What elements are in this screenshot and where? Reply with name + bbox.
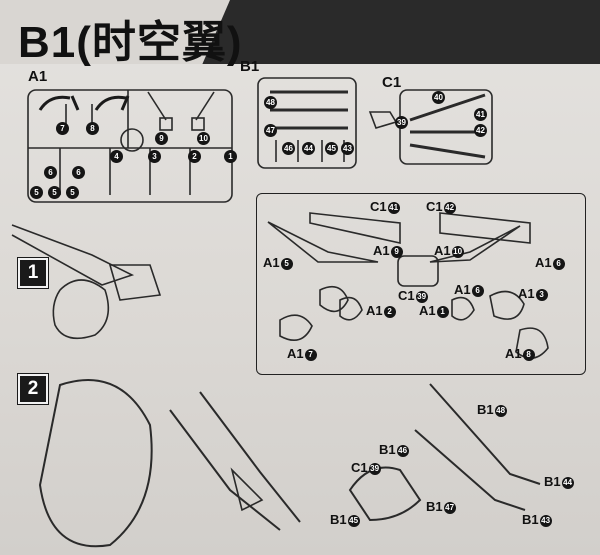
header-title-panel (0, 0, 230, 64)
page-title: B1(时空翼) (18, 18, 243, 67)
runner-a-frame (27, 89, 233, 203)
runner-b-number: 45 (325, 142, 338, 155)
runner-a-number: 1 (224, 150, 237, 163)
runner-c-number: 42 (474, 124, 487, 137)
runner-b-number: 47 (264, 124, 277, 137)
runner-a-number: 5 (48, 186, 61, 199)
runner-a-number: 6 (44, 166, 57, 179)
runner-b-number: 46 (282, 142, 295, 155)
runner-b-number: 48 (264, 96, 277, 109)
runner-c-number: 39 (395, 116, 408, 129)
runner-a-number: 5 (30, 186, 43, 199)
step-2-badge: 2 (18, 374, 48, 404)
runner-a-number: 8 (86, 122, 99, 135)
runner-a-number: 7 (56, 122, 69, 135)
runner-a-label: A1 (28, 68, 48, 85)
runner-b-label: B1 (240, 58, 260, 75)
runner-a-number: 6 (72, 166, 85, 179)
runner-c-number: 40 (432, 91, 445, 104)
runner-a-number: 3 (148, 150, 161, 163)
runner-c-label: C1 (382, 74, 402, 91)
runner-a-number: 9 (155, 132, 168, 145)
runner-a-number: 10 (197, 132, 210, 145)
runner-a-number: 5 (66, 186, 79, 199)
runner-b-number: 44 (302, 142, 315, 155)
runner-b-number: 43 (341, 142, 354, 155)
step-1-badge: 1 (18, 258, 48, 288)
runner-a-number: 4 (110, 150, 123, 163)
runner-c-number: 41 (474, 108, 487, 121)
step-1-detail-box (256, 193, 586, 375)
runner-b-frame (257, 77, 357, 169)
runner-a-number: 2 (188, 150, 201, 163)
